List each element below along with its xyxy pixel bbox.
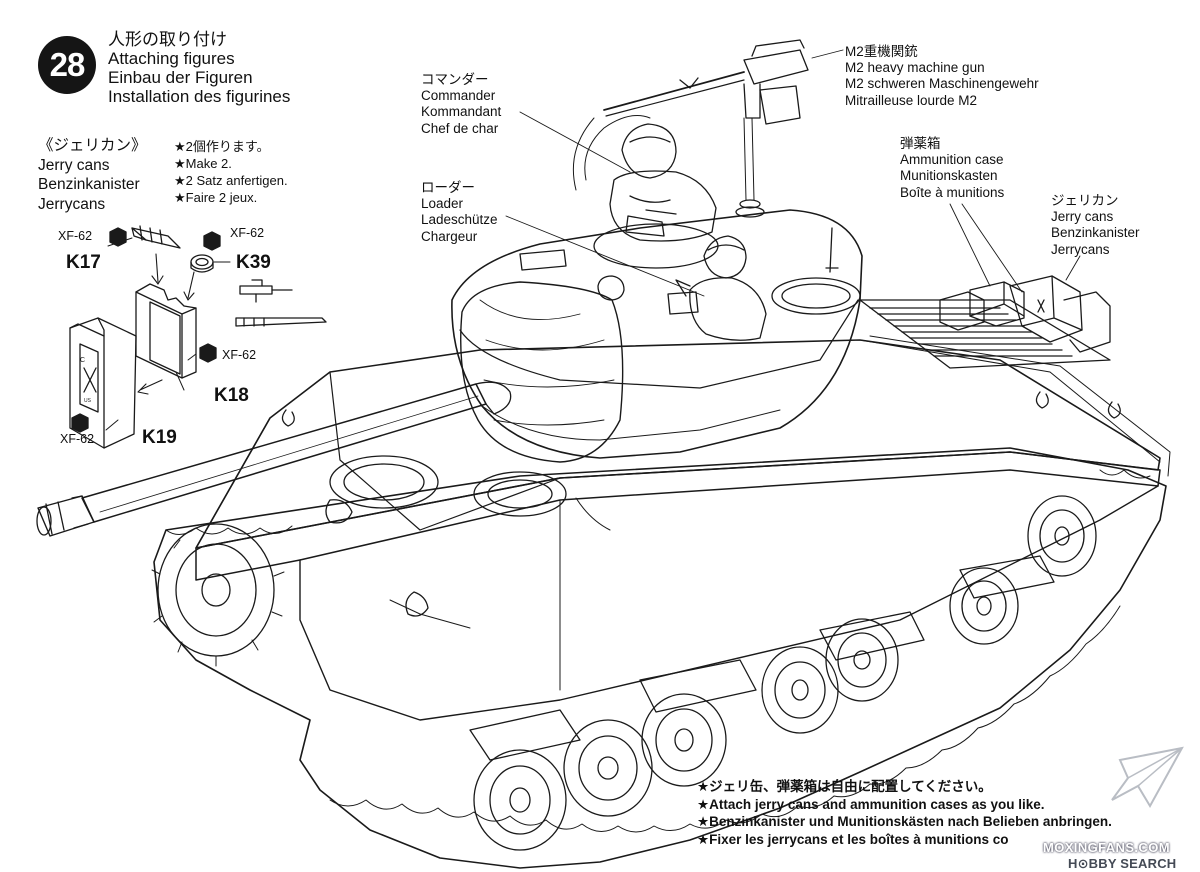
sherman-tank-drawing bbox=[36, 39, 1171, 869]
callout-loader-en: Loader bbox=[421, 196, 464, 212]
part-k19-drawing: C US bbox=[69, 317, 137, 449]
callout-commander-ja: コマンダー bbox=[421, 72, 489, 87]
callout-commander: コマンダー Commander Kommandant Chef de char bbox=[421, 72, 501, 137]
make-note-en: ★Make 2. bbox=[174, 156, 232, 171]
commander-figure bbox=[572, 115, 717, 242]
placement-note-de: ★Benzinkanister und Munitionskästen nach… bbox=[697, 814, 1112, 829]
callout-ammo-en: Ammunition case bbox=[900, 152, 1004, 168]
upper-hull bbox=[195, 339, 1161, 549]
jerry-can-title: 《ジェリカン》 Jerry cans Benzinkanister Jerryc… bbox=[38, 136, 147, 214]
engine-deck bbox=[859, 275, 1111, 369]
callout-jerry-de: Benzinkanister bbox=[1051, 225, 1140, 241]
callout-m2-de: M2 schweren Maschinengewehr bbox=[845, 76, 1039, 92]
callout-commander-fr: Chef de char bbox=[421, 120, 499, 136]
step-number-badge: 28 bbox=[38, 36, 96, 94]
step-title: 人形の取り付け Attaching figures Einbau der Fig… bbox=[108, 30, 290, 106]
placement-note: ★ジェリ缶、弾薬箱は自由に配置してください。 ★Attach jerry can… bbox=[697, 778, 1112, 848]
callout-loader-de: Ladeschütze bbox=[421, 212, 498, 228]
placement-note-fr: ★Fixer les jerrycans et les boîtes à mun… bbox=[697, 831, 1009, 847]
svg-text:C: C bbox=[80, 357, 85, 364]
make-quantity-note: ★2個作ります。 ★Make 2. ★2 Satz anfertigen. ★F… bbox=[174, 138, 288, 206]
step-title-fr: Installation des figurines bbox=[108, 87, 291, 106]
part-k39-drawing bbox=[190, 254, 214, 273]
part-k17-drawing bbox=[131, 225, 181, 249]
cap-detail-drawing bbox=[235, 279, 327, 327]
part-label-k17: K17 bbox=[66, 252, 101, 273]
placement-note-en: ★Attach jerry cans and ammunition cases … bbox=[697, 796, 1045, 812]
paint-code-k17: XF-62 bbox=[58, 229, 93, 243]
callout-ammo-ja: 弾薬箱 bbox=[900, 136, 941, 151]
callout-ammo-de: Munitionskasten bbox=[900, 168, 998, 184]
jerry-title-en: Jerry cans bbox=[38, 156, 110, 174]
placement-note-ja: ★ジェリ缶、弾薬箱は自由に配置してください。 bbox=[697, 779, 992, 794]
callout-commander-de: Kommandant bbox=[421, 104, 502, 120]
callout-jerry-en: Jerry cans bbox=[1051, 209, 1114, 225]
callout-m2-machine-gun: M2重機関銃 M2 heavy machine gun M2 schweren … bbox=[845, 44, 1039, 109]
callout-ammo-fr: Boîte à munitions bbox=[900, 184, 1005, 200]
callout-loader-fr: Chargeur bbox=[421, 228, 478, 244]
make-note-de: ★2 Satz anfertigen. bbox=[174, 173, 288, 188]
watermark-site: MOXINGFANS.COM bbox=[1043, 840, 1170, 855]
callout-m2-ja: M2重機関銃 bbox=[845, 44, 918, 59]
paint-marker-icon bbox=[199, 343, 217, 363]
paint-marker-icon bbox=[109, 227, 127, 247]
callout-jerry-cans: ジェリカン Jerry cans Benzinkanister Jerrycan… bbox=[1051, 193, 1140, 258]
paint-code-k19: XF-62 bbox=[60, 432, 95, 446]
paint-code-k18: XF-62 bbox=[222, 348, 257, 362]
m2-machine-gun bbox=[603, 39, 809, 218]
callout-loader-ja: ローダー bbox=[421, 180, 475, 195]
part-label-k39: K39 bbox=[236, 252, 271, 273]
watermark-brand: H⊙BBY SEARCH bbox=[1068, 856, 1177, 871]
step-title-ja: 人形の取り付け bbox=[108, 30, 227, 49]
part-label-k19: K19 bbox=[142, 427, 177, 448]
callout-m2-fr: Mitrailleuse lourde M2 bbox=[845, 92, 978, 108]
paint-marker-icon bbox=[71, 413, 89, 433]
callout-jerry-ja: ジェリカン bbox=[1051, 193, 1119, 208]
step-title-de: Einbau der Figuren bbox=[108, 68, 253, 87]
turret bbox=[451, 209, 863, 463]
callout-commander-en: Commander bbox=[421, 88, 496, 104]
callout-leaders bbox=[505, 49, 1081, 297]
jerry-title-fr: Jerrycans bbox=[38, 195, 106, 213]
suspension bbox=[469, 555, 1055, 761]
callout-jerry-fr: Jerrycans bbox=[1051, 241, 1110, 257]
jerry-can-exploded-view: C US bbox=[69, 225, 327, 449]
step-title-en: Attaching figures bbox=[108, 49, 235, 68]
main-gun bbox=[36, 381, 512, 537]
jerry-title-de: Benzinkanister bbox=[38, 176, 140, 193]
make-note-fr: ★Faire 2 jeux. bbox=[174, 190, 258, 205]
paint-code-k39: XF-62 bbox=[230, 226, 265, 240]
svg-text:US: US bbox=[84, 398, 92, 404]
track-outline bbox=[153, 447, 1167, 869]
make-note-ja: ★2個作ります。 bbox=[174, 139, 270, 154]
jerry-title-ja: 《ジェリカン》 bbox=[38, 137, 147, 154]
callout-m2-en: M2 heavy machine gun bbox=[845, 60, 985, 76]
callout-ammunition-case: 弾薬箱 Ammunition case Munitionskasten Boît… bbox=[900, 136, 1004, 201]
callout-loader: ローダー Loader Ladeschütze Chargeur bbox=[421, 180, 498, 245]
part-label-k18: K18 bbox=[214, 385, 249, 406]
loader-figure bbox=[675, 235, 767, 341]
paint-marker-icon bbox=[203, 231, 221, 251]
